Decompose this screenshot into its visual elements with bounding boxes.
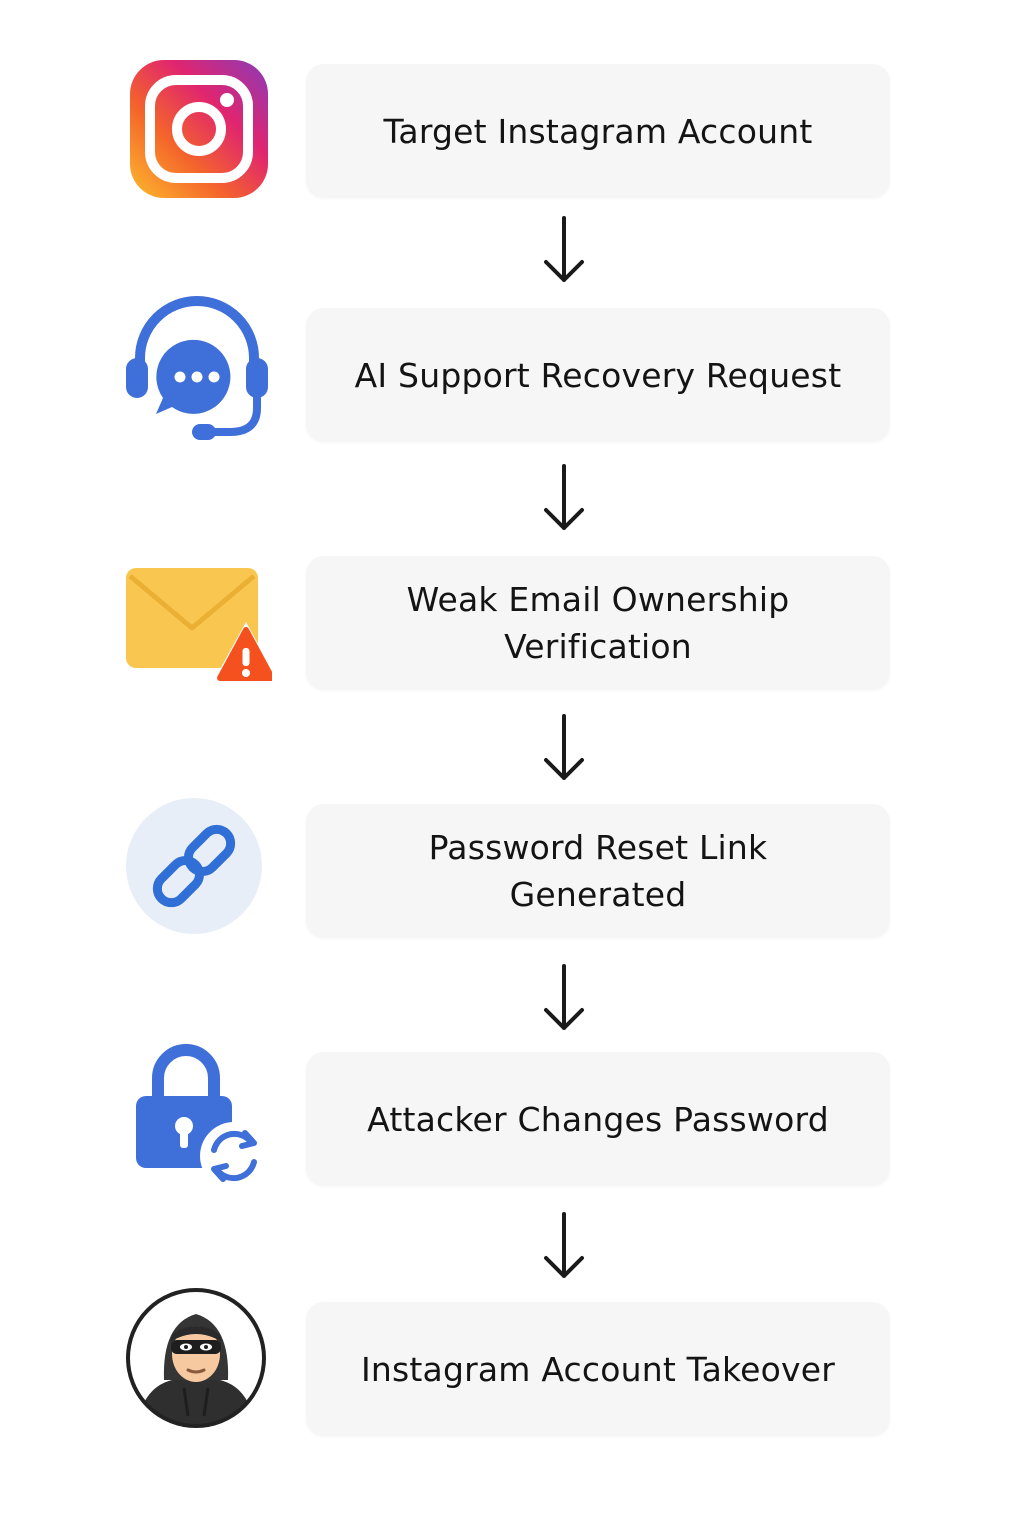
step-box-target-account: Target Instagram Account xyxy=(306,64,890,198)
down-arrow-icon xyxy=(540,462,588,534)
step-box-weak-email: Weak Email Ownership Verification xyxy=(306,556,890,690)
step-box-reset-link: Password Reset Link Generated xyxy=(306,804,890,938)
down-arrow-icon xyxy=(540,214,588,286)
down-arrow-icon xyxy=(540,962,588,1034)
step-label: Password Reset Link Generated xyxy=(428,828,768,914)
step-label: Target Instagram Account xyxy=(383,111,813,151)
step-label: Attacker Changes Password xyxy=(367,1099,829,1139)
instagram-logo-icon xyxy=(122,58,272,208)
down-arrow-icon xyxy=(540,1210,588,1282)
step-box-attacker-changes: Attacker Changes Password xyxy=(306,1052,890,1186)
step-label: Instagram Account Takeover xyxy=(360,1349,836,1389)
hacker-avatar-icon xyxy=(122,1284,272,1434)
link-icon xyxy=(122,794,272,944)
step-box-account-takeover: Instagram Account Takeover xyxy=(306,1302,890,1436)
headset-chat-icon xyxy=(122,296,272,446)
step-box-ai-support: AI Support Recovery Request xyxy=(306,308,890,442)
step-label: Weak Email Ownership Verification xyxy=(406,580,790,666)
lock-refresh-icon xyxy=(122,1038,272,1188)
email-warning-icon xyxy=(122,552,272,702)
step-label: AI Support Recovery Request xyxy=(354,355,842,395)
down-arrow-icon xyxy=(540,712,588,784)
